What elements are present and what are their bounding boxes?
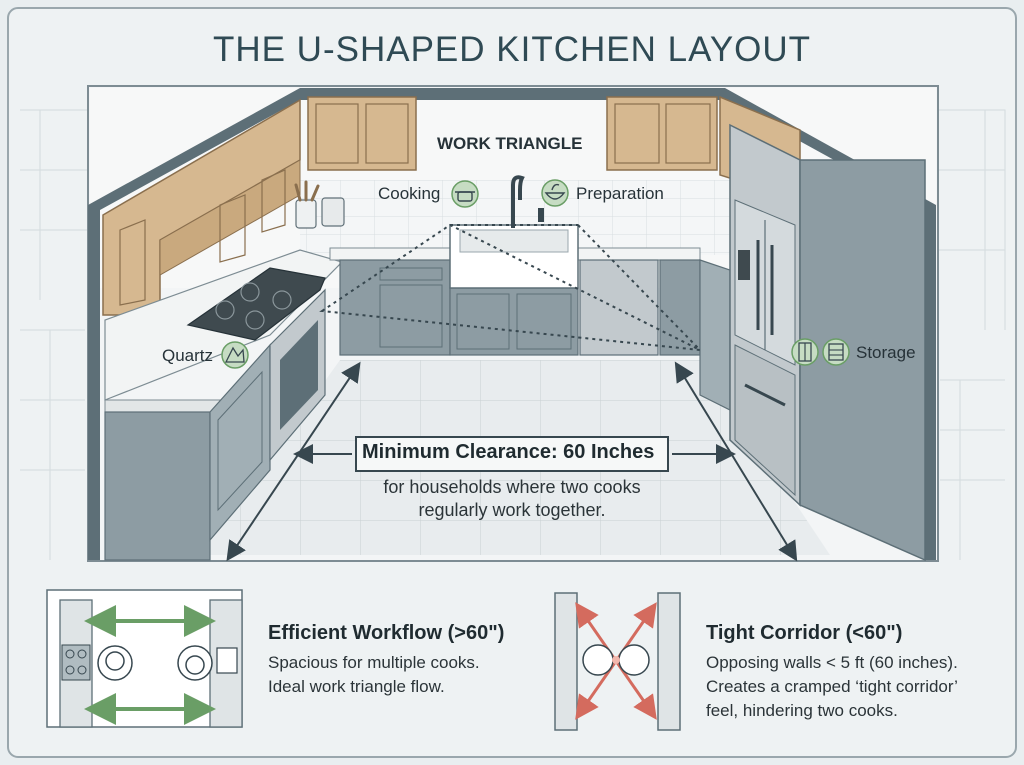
work-triangle-heading: WORK TRIANGLE <box>437 134 583 153</box>
work-triangle-lines <box>319 223 701 351</box>
pot-icon <box>451 180 479 208</box>
quartz-label: Quartz <box>162 346 214 365</box>
sink-icon <box>216 647 238 674</box>
clearance-title: Minimum Clearance: 60 Inches <box>362 441 655 463</box>
stove-icon <box>65 649 87 675</box>
clearance-box <box>355 436 669 472</box>
quartz-icon <box>221 341 249 369</box>
clearance-subtitle-line1: for households where two cooks <box>383 477 641 497</box>
storage-label: Storage <box>856 343 916 362</box>
clearance-arrows <box>226 361 798 562</box>
page-title: THE U-SHAPED KITCHEN LAYOUT <box>212 30 812 69</box>
pantry-icon <box>822 338 850 366</box>
tight-corridor-title: Tight Corridor (<60") <box>706 622 903 644</box>
efficient-workflow-title: Efficient Workflow (>60") <box>268 622 505 644</box>
salad-bowl-icon <box>541 179 569 207</box>
dishwasher <box>579 259 659 356</box>
utensil-jar <box>294 180 345 229</box>
cooking-label: Cooking <box>378 184 441 203</box>
efficient-workflow-diagram <box>46 589 243 728</box>
cook-icon <box>97 645 213 681</box>
tight-corridor-diagram <box>554 592 681 731</box>
efficient-workflow-line1: Spacious for multiple cooks. <box>268 653 480 672</box>
back-upper-cabinets <box>307 96 718 171</box>
tight-corridor-line3: feel, hindering two cooks. <box>706 701 898 720</box>
tight-corridor-line2: Creates a cramped ‘tight corridor’ <box>706 677 958 696</box>
fridge-icon <box>791 338 819 366</box>
tight-corridor-line1: Opposing walls < 5 ft (60 inches). <box>706 653 958 672</box>
left-upper-cabinets <box>102 98 301 316</box>
preparation-label: Preparation <box>576 184 664 203</box>
efficient-workflow-line2: Ideal work triangle flow. <box>268 677 445 696</box>
clearance-subtitle-line2: regularly work together. <box>418 500 606 520</box>
right-lower-cabinets <box>699 259 731 411</box>
cook-icon <box>582 644 650 676</box>
